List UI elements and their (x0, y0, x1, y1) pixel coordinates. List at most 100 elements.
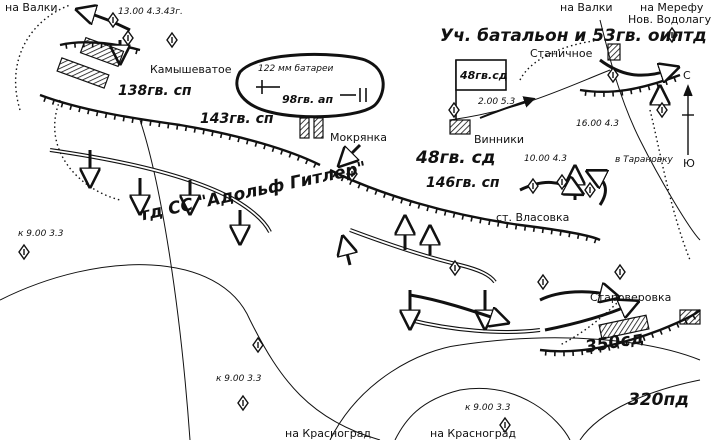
front-tick (51, 99, 55, 105)
front-tick (365, 186, 370, 192)
time-label-9-00-b: к 9.00 3.3 (216, 374, 262, 384)
front-tick (559, 230, 562, 236)
unit-48-big: 48гв. сд (416, 148, 496, 168)
front-tick (461, 214, 465, 220)
front-tick (638, 87, 642, 93)
road-label-taranovku: в Тарановку (615, 155, 673, 165)
front-tick (642, 335, 646, 341)
front-tick (550, 229, 553, 235)
front-tick (616, 343, 620, 349)
front-tick (87, 109, 90, 115)
front-tick (621, 90, 624, 96)
place-staroverovka: Староверовка (590, 291, 672, 304)
arrow-13 (519, 182, 575, 190)
front-tick (305, 159, 309, 165)
front-tick (667, 326, 672, 332)
time-label-10-00: 10.00 4.3 (524, 154, 567, 164)
road-left (0, 264, 381, 440)
front-tick (357, 183, 361, 189)
front-line-146 (329, 168, 601, 242)
time-label-9-00-a: к 9.00 3.3 (18, 229, 64, 239)
front-tick (633, 338, 637, 344)
front-tick (219, 132, 223, 139)
place-vinniki: Винники (474, 133, 525, 146)
front-tick (576, 233, 580, 239)
front-tick (523, 225, 527, 231)
front-tick (382, 192, 387, 198)
arrow-14 (595, 175, 605, 206)
unit-320: 320пд (628, 390, 689, 410)
time-label-16-00: 16.00 4.3 (576, 119, 619, 129)
front-tick (470, 216, 473, 222)
compass-north: С (683, 69, 691, 82)
place-kamyshevatoe: Камышеватое (150, 63, 232, 76)
front-tick (625, 341, 629, 347)
unit-146: 146гв. сп (426, 175, 500, 191)
dotted-line-se (559, 299, 621, 346)
unit-98: 98гв. ап (282, 93, 334, 106)
front-tick (237, 137, 241, 143)
front-tick (400, 198, 404, 204)
front-tick (426, 205, 430, 212)
front-tick (254, 141, 258, 147)
front-tick (158, 121, 161, 128)
front-tick (452, 212, 456, 218)
artillery-area (235, 52, 385, 119)
road-label-krasnograd-b: на Красноград (430, 427, 517, 440)
front-tick (629, 89, 633, 95)
road-vinniki (449, 69, 611, 121)
front-tick (417, 203, 421, 209)
unit-block-7 (679, 309, 701, 325)
unit-block-5 (449, 119, 471, 135)
front-tick (675, 322, 680, 328)
road-krasnograd (394, 388, 571, 440)
unit-48-flag: 48гв.сд (460, 69, 508, 82)
front-tick (211, 131, 214, 137)
front-tick (590, 348, 593, 355)
front-tick (228, 134, 232, 141)
unit-block-3 (299, 117, 310, 139)
front-tick (95, 111, 99, 117)
front-tick (505, 222, 509, 229)
front-line-stanichnoe (579, 73, 681, 94)
time-label-2-00: 2.00 5.3 (478, 97, 516, 107)
front-tick (184, 125, 188, 132)
front-line-138-143 (39, 93, 321, 167)
unit-block-6 (598, 314, 650, 340)
front-tick (659, 329, 663, 335)
front-tick (340, 176, 345, 182)
front-tick (60, 102, 64, 108)
front-tick (479, 218, 482, 224)
front-tick (131, 117, 134, 123)
front-tick (568, 232, 571, 238)
front-tick (593, 238, 597, 244)
front-tick (126, 47, 130, 53)
front-tick (584, 90, 587, 96)
unit-block-1 (79, 36, 125, 68)
dotted-line-w (54, 99, 121, 201)
front-tick (313, 162, 317, 168)
road-label-krasnograd-a: на Красноград (285, 427, 372, 440)
road-320 (579, 379, 701, 440)
time-label-13-00: 13.00 4.3.43г. (118, 7, 183, 17)
front-tick (647, 85, 651, 91)
front-tick (443, 210, 447, 216)
unit-block-8 (607, 43, 621, 61)
front-tick (408, 201, 412, 207)
arrow-20 (345, 143, 362, 160)
road-label-merefu: на Мерефу (640, 1, 704, 14)
front-tick (202, 129, 205, 135)
front-tick (435, 208, 438, 214)
dotted-line-ne (519, 39, 601, 81)
arrow-vinniki (479, 96, 536, 119)
compass (682, 84, 694, 155)
front-tick (585, 235, 589, 241)
front-tick (541, 227, 545, 234)
arrow-17 (544, 305, 630, 332)
front-tick (176, 124, 179, 130)
flag-48 (455, 59, 507, 91)
place-mokryanka: Мокрянка (330, 131, 388, 144)
front-tick (65, 43, 68, 49)
front-tick (140, 119, 143, 125)
